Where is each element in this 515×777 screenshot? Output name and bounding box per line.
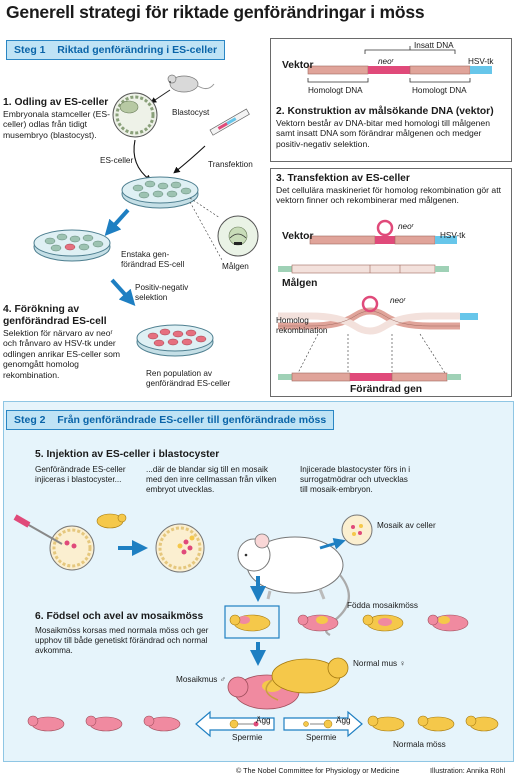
label-homolog-1: Homologt DNA bbox=[308, 86, 363, 95]
zoom-cell-icon bbox=[217, 215, 259, 257]
label-spermie-2: Spermie bbox=[306, 733, 337, 742]
es-cell-dish bbox=[121, 176, 199, 209]
box3-neo-1: neoʳ bbox=[398, 222, 414, 231]
step1-tag: Steg 1 Riktad genförändring i ES-celler bbox=[6, 40, 226, 60]
normal-offspring-2-icon bbox=[417, 715, 455, 732]
modified-offspring-1-icon bbox=[27, 715, 65, 732]
blastocyst-icon bbox=[112, 92, 158, 138]
s5-text-a: Genförändrade ES-celler injiceras i blas… bbox=[35, 465, 126, 484]
step2-tag: Steg 2 Från genförändrade ES-celler till… bbox=[6, 410, 335, 430]
credit-left: © The Nobel Committee for Physiology or … bbox=[236, 766, 400, 775]
s1-title: 1. Odling av ES-celler bbox=[3, 97, 109, 108]
label-vektor: Vektor bbox=[282, 60, 314, 71]
offspring-arrow-left bbox=[195, 710, 275, 738]
label-blastocyst: Blastocyst bbox=[172, 108, 210, 117]
label-mosaic-cells: Mosaik av celler bbox=[377, 521, 436, 530]
s5-text-b: ...där de blandar sig till en mosaik med… bbox=[146, 465, 277, 494]
box2-title: 2. Konstruktion av målsökande DNA (vekto… bbox=[276, 106, 494, 117]
box3-hsv: HSV-tk bbox=[440, 231, 466, 240]
box2-text: 2. Konstruktion av målsökande DNA (vekto… bbox=[276, 106, 508, 149]
label-es-cells: ES-celler bbox=[100, 156, 134, 165]
label-normala-moss: Normala möss bbox=[393, 740, 446, 749]
label-agg-1: Ägg bbox=[256, 716, 271, 725]
label-born-mosaic: Födda mosaikmöss bbox=[347, 601, 418, 610]
box-transfection bbox=[270, 168, 512, 397]
modified-offspring-3-icon bbox=[143, 715, 181, 732]
born-mouse-2-icon bbox=[297, 614, 339, 632]
gray-mouse-icon bbox=[167, 74, 215, 93]
box3-vektor: Vektor bbox=[282, 231, 314, 242]
box3-homolog-rec: Homolog rekombination bbox=[276, 316, 328, 335]
box3-forandrad: Förändrad gen bbox=[350, 384, 423, 395]
label-insatt: Insatt DNA bbox=[414, 41, 454, 50]
s6-title: 6. Födsel och avel av mosaikmöss bbox=[35, 611, 204, 622]
surrogate-mouse-icon bbox=[237, 533, 350, 636]
s6-body: Mosaikmöss korsas med normala möss och g… bbox=[35, 626, 209, 655]
born-mouse-4-icon bbox=[427, 614, 469, 632]
yellow-mouse-icon bbox=[96, 513, 127, 529]
box3-title: 3. Transfektion av ES-celler bbox=[276, 173, 410, 184]
box3-malgen: Målgen bbox=[282, 278, 318, 289]
label-neo: neoʳ bbox=[378, 57, 394, 66]
label-mosaikmus: Mosaikmus ♂ bbox=[176, 675, 226, 684]
label-pos-neg: Positiv-negativ selektion bbox=[135, 283, 189, 302]
box3-neo-2: neoʳ bbox=[390, 296, 406, 305]
label-normal-mus: Normal mus ♀ bbox=[353, 659, 406, 668]
label-agg-2: Ägg bbox=[336, 716, 351, 725]
box3-body: Det cellulära maskineriet för homolog re… bbox=[276, 185, 501, 206]
s5-text-c: Injicerade blastocyster förs in i surrog… bbox=[300, 465, 411, 494]
step1-illustration bbox=[33, 74, 259, 357]
credit-right: Illustration: Annika Röhl bbox=[430, 766, 506, 775]
offspring-arrow-right bbox=[283, 710, 363, 738]
single-cell-dish bbox=[33, 229, 111, 262]
label-spermie-1: Spermie bbox=[232, 733, 263, 742]
label-transfection: Transfektion bbox=[208, 160, 253, 169]
step1-tag-label: Steg 1 bbox=[14, 44, 46, 56]
normal-female-mouse-icon bbox=[265, 657, 349, 701]
step2-tag-label: Steg 2 bbox=[14, 414, 46, 426]
step4-text: 4. Förökning av genförändrad ES-cell Sel… bbox=[3, 304, 125, 380]
s1-body: Embryonala stamceller (ES-celler) odlas … bbox=[3, 109, 110, 140]
step1-culture-text: 1. Odling av ES-celler Embryonala stamce… bbox=[3, 97, 115, 140]
mosaic-cells-icon bbox=[341, 514, 373, 546]
normal-offspring-3-icon bbox=[465, 715, 499, 732]
born-mouse-1-icon bbox=[229, 614, 271, 632]
box2-body: Vektorn består av DNA-bitar med homologi… bbox=[276, 118, 490, 149]
label-homolog-2: Homologt DNA bbox=[412, 86, 467, 95]
label-malgen: Målgen bbox=[222, 262, 249, 271]
mosaic-blastocyst-icon bbox=[155, 523, 205, 573]
normal-offspring-1-icon bbox=[367, 715, 405, 732]
step2-heading: Från genförändrade ES-celler till genför… bbox=[57, 414, 327, 426]
injection-blastocyst-icon bbox=[49, 525, 95, 571]
label-single-cell: Enstaka gen-förändrad ES-cell bbox=[121, 250, 185, 269]
born-mouse-3-icon bbox=[362, 614, 404, 632]
vector-tube-icon bbox=[209, 108, 250, 136]
pure-population-dish bbox=[136, 324, 214, 357]
step2-illustration bbox=[13, 513, 499, 738]
page-title: Generell strategi för riktade genförändr… bbox=[6, 2, 425, 22]
recombination-diagram bbox=[278, 219, 478, 382]
box-vector-construction bbox=[270, 38, 512, 162]
vector-diagram bbox=[307, 46, 492, 83]
label-hsv: HSV-tk bbox=[468, 57, 494, 66]
s5-title: 5. Injektion av ES-celler i blastocyster bbox=[35, 449, 220, 460]
box3-text: 3. Transfektion av ES-celler Det cellulä… bbox=[276, 173, 508, 206]
s4-title: 4. Förökning av genförändrad ES-cell bbox=[3, 304, 107, 327]
modified-offspring-2-icon bbox=[85, 715, 123, 732]
label-pure-population: Ren population av genförändrad ES-celler bbox=[146, 369, 231, 388]
step1-heading: Riktad genförändring i ES-celler bbox=[57, 44, 218, 56]
s4-body: Selektion för närvaro av neoʳ och frånva… bbox=[3, 328, 121, 380]
